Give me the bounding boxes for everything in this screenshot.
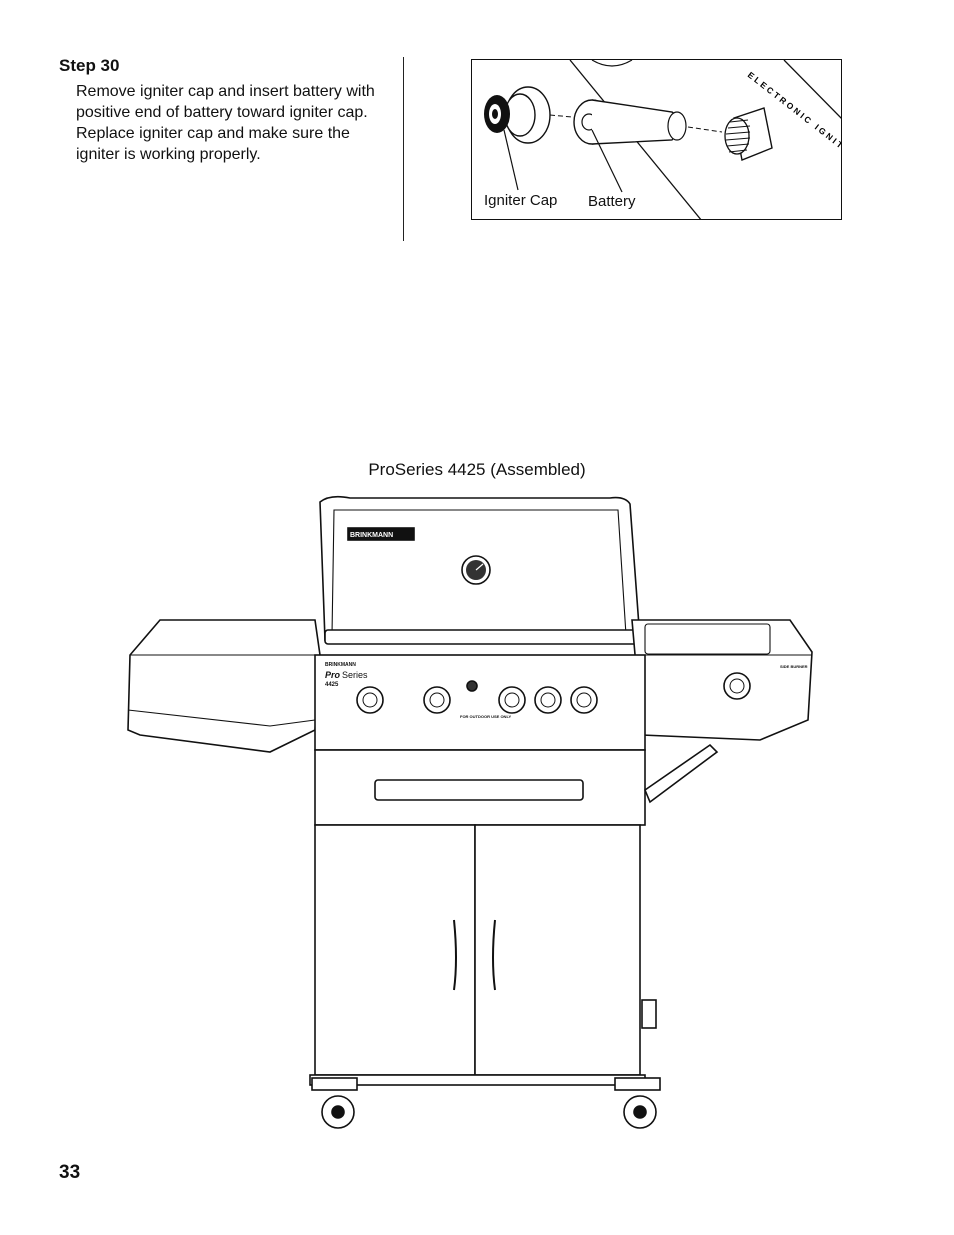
figure-caption: ProSeries 4425 (Assembled) [368, 460, 586, 479]
igniter-cap-label: Igniter Cap [484, 192, 558, 209]
step-instructions: Remove igniter cap and insert battery wi… [76, 83, 375, 163]
panel-outdoor-text: FOR OUTDOOR USE ONLY [460, 714, 512, 719]
cabinet-left-door [314, 824, 476, 1076]
brand-plate-text: BRINKMANN [350, 532, 393, 539]
brand-plate [347, 527, 415, 541]
page-number: 33 [59, 1162, 81, 1183]
cabinet-right-door [474, 824, 641, 1076]
front-handle [374, 779, 584, 801]
step-title: Step 30 [59, 56, 120, 75]
panel-brand-text: BRINKMANN [325, 662, 356, 668]
left-side-shelf [127, 619, 321, 753]
grill-illustration: BRINKMANN BRINKMANN Pro Series 4425 FOR … [127, 495, 813, 1129]
panel-pro-text: Pro [325, 670, 341, 680]
column-divider [403, 57, 404, 241]
panel-side-burner-text: SIDE BURNER [780, 664, 808, 669]
panel-model-text: 4425 [325, 682, 339, 688]
igniter-inset-illustration: ELECTRONIC IGNITER Igniter Cap Battery [471, 59, 842, 220]
panel-series-text: Series [342, 670, 368, 680]
control-knobs [356, 672, 751, 714]
igniter-diagram: ELECTRONIC IGNITER [484, 60, 841, 219]
battery-label: Battery [588, 193, 636, 210]
